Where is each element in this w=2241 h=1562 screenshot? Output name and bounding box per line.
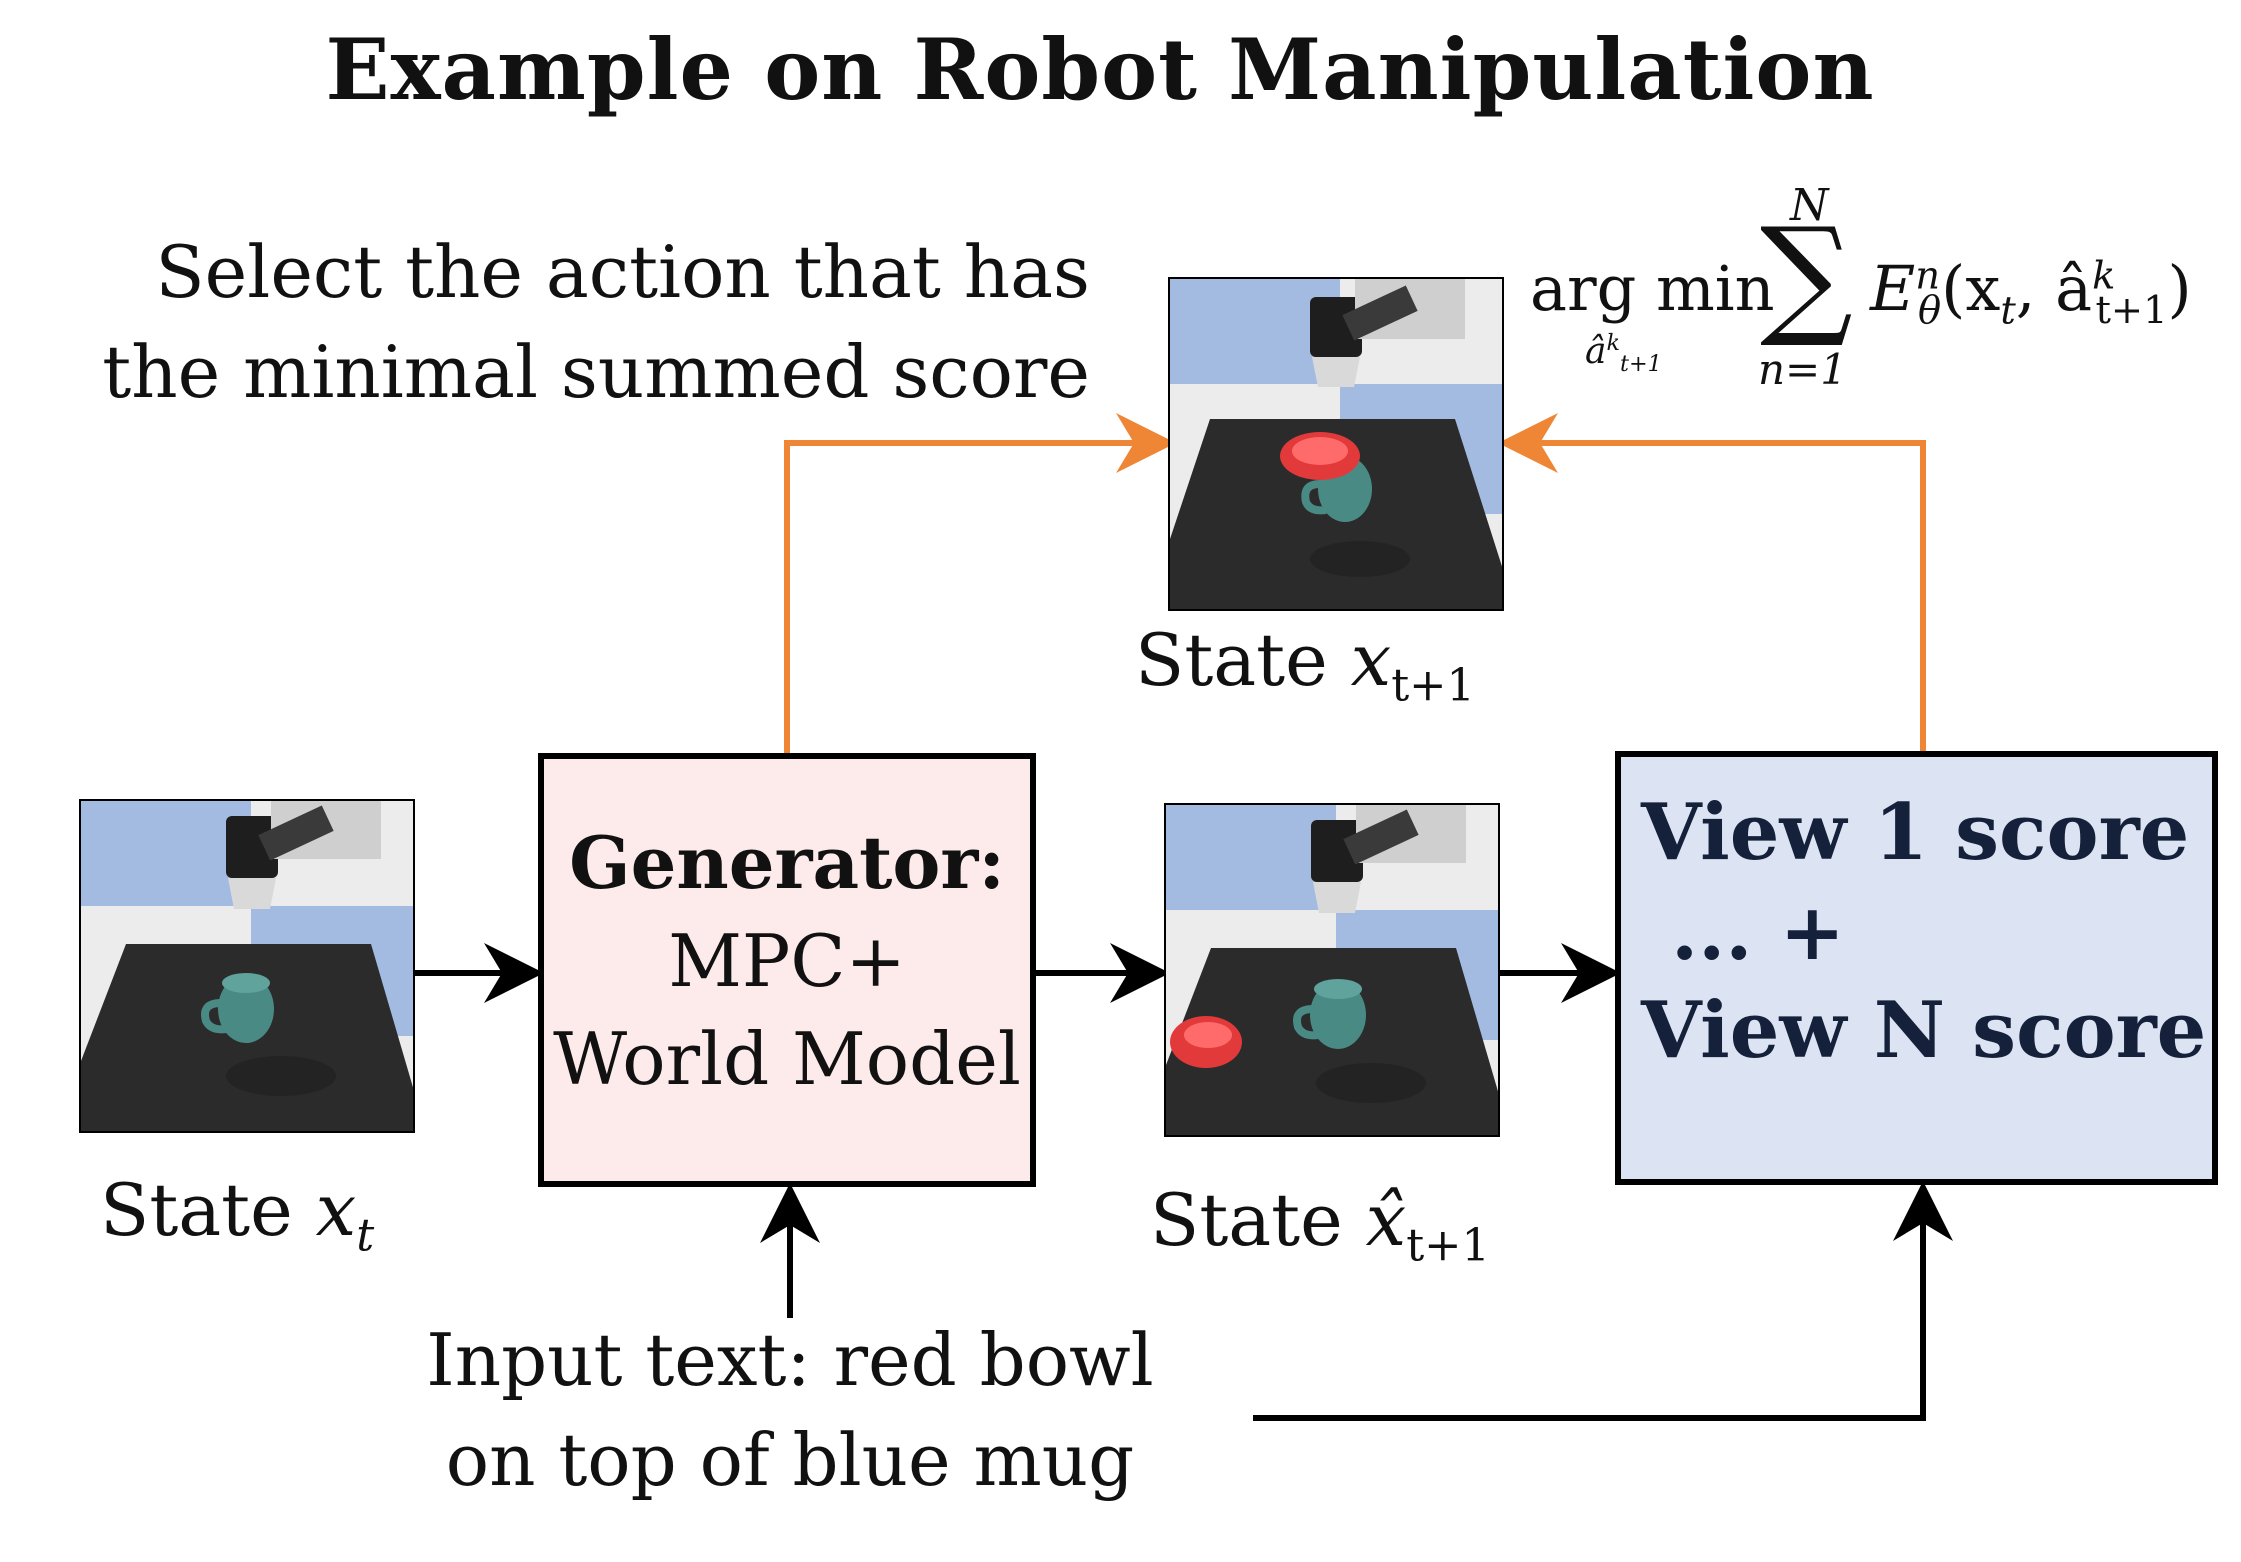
orange-arrow-generator-to-selected [784, 413, 1176, 753]
current-scene [81, 801, 413, 1131]
select-caption-line2: the minimal summed score [102, 330, 1090, 414]
current-state-image [79, 799, 415, 1133]
argmin-operator: arg min [1530, 252, 1775, 325]
sum-upper-limit: N [1790, 180, 1829, 231]
figure-title: Example on Robot Manipulation [325, 20, 1875, 119]
selected-state-label: State xt+1 [1135, 618, 1475, 712]
generator-box: Generator: MPC+ World Model [538, 753, 1036, 1187]
select-caption: Select the action that has the minimal s… [80, 222, 1090, 422]
orange-arrow-scores-to-selected [1498, 413, 1926, 751]
score-box: View 1 score ... + View N score [1615, 751, 2218, 1185]
sum-lower-limit: n=1 [1758, 345, 1847, 394]
input-text-line1: Input text: red bowl [426, 1318, 1154, 1402]
generator-heading: Generator: [569, 820, 1005, 905]
generator-line-mpc: MPC+ [668, 919, 906, 1003]
view-n-score: View N score [1641, 985, 2207, 1076]
select-caption-line1: Select the action that has [155, 230, 1090, 314]
arrow-input-to-scores [1253, 1181, 1953, 1421]
energy-term: Enθ(xt, âkt+1) [1870, 252, 2192, 334]
summation-symbol: ∑ [1760, 199, 1853, 351]
predicted-state-image [1164, 803, 1500, 1137]
view-1-score: View 1 score [1641, 787, 2190, 878]
selected-scene [1170, 279, 1502, 609]
input-text-caption: Input text: red bowl on top of blue mug [390, 1310, 1190, 1510]
predicted-scene [1166, 805, 1498, 1135]
selected-state-image [1168, 277, 1504, 611]
generator-line-world-model: World Model [553, 1017, 1021, 1101]
predicted-state-label: State x̂t+1 [1150, 1178, 1490, 1272]
ellipsis-plus: ... + [1671, 887, 1845, 978]
argmin-formula: arg min âkt+1 N ∑ n=1 Enθ(xt, âkt+1) [1530, 180, 2230, 400]
current-state-label: State xt [100, 1168, 375, 1262]
argmin-subscript: âkt+1 [1585, 330, 1662, 378]
input-text-line2: on top of blue mug [445, 1418, 1135, 1502]
